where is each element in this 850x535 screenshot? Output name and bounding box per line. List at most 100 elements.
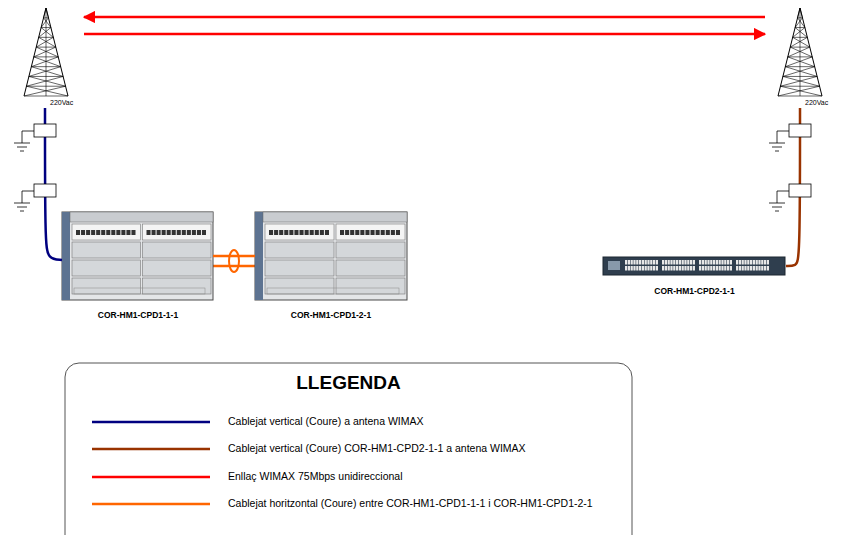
port <box>305 230 309 235</box>
switch-node: COR-HM1-CPD2-1-1 <box>603 257 786 296</box>
port <box>742 266 744 271</box>
module-slot <box>72 260 141 276</box>
port <box>167 230 171 235</box>
port <box>310 230 314 235</box>
port <box>289 230 293 235</box>
port <box>365 230 369 235</box>
legend-box <box>65 363 632 535</box>
port <box>665 266 667 271</box>
port <box>172 230 176 235</box>
port <box>320 230 324 235</box>
port <box>673 260 675 265</box>
module-slot <box>336 224 405 240</box>
switch-chassis <box>255 212 407 300</box>
port <box>300 230 304 235</box>
port <box>690 260 692 265</box>
legend-text: Cablejat vertical (Coure) COR-HM1-CPD2-1… <box>228 442 526 456</box>
port <box>713 266 715 271</box>
port <box>628 260 630 265</box>
port <box>679 266 681 271</box>
port <box>670 266 672 271</box>
port <box>642 260 644 265</box>
port <box>687 260 689 265</box>
device-name: COR-HM1-CPD2-1-1 <box>603 286 786 296</box>
surge-protector <box>769 184 811 211</box>
port <box>656 266 658 271</box>
port <box>653 260 655 265</box>
ground-symbol <box>769 131 789 151</box>
surge-protector <box>769 124 811 151</box>
ground-symbol <box>769 191 789 211</box>
switch-chassis <box>62 212 213 300</box>
port <box>360 230 364 235</box>
port <box>396 230 400 235</box>
switch-body <box>603 257 785 275</box>
port <box>702 266 704 271</box>
port <box>645 260 647 265</box>
management-panel <box>263 212 407 222</box>
chassis-ear <box>255 212 263 300</box>
device-name: COR-HM1-CPD1-1-1 <box>62 310 214 320</box>
antenna-tower <box>778 8 822 96</box>
port <box>687 266 689 271</box>
port <box>719 266 721 271</box>
port <box>739 266 741 271</box>
legend-line <box>92 476 210 479</box>
port <box>736 266 738 271</box>
port <box>679 260 681 265</box>
port <box>699 260 701 265</box>
surge-protector <box>14 184 56 211</box>
antenna-node: 220Vac <box>10 4 84 108</box>
port <box>653 266 655 271</box>
port <box>747 260 749 265</box>
port <box>192 230 196 235</box>
port <box>702 260 704 265</box>
port <box>705 260 707 265</box>
port <box>636 266 638 271</box>
voltage-label: 220Vac <box>805 99 828 106</box>
port <box>639 266 641 271</box>
port <box>111 230 115 235</box>
port <box>767 260 769 265</box>
tower-lattice <box>778 8 822 96</box>
port <box>693 260 695 265</box>
port <box>742 260 744 265</box>
port <box>750 266 752 271</box>
port <box>710 266 712 271</box>
legend-text: Cablejat horitzontal (Coure) entre COR-H… <box>228 497 593 511</box>
port <box>673 266 675 271</box>
port <box>744 260 746 265</box>
port <box>633 266 635 271</box>
port <box>647 266 649 271</box>
port <box>177 230 181 235</box>
port <box>747 266 749 271</box>
port <box>721 260 723 265</box>
chassis-ear <box>62 212 70 300</box>
port <box>682 260 684 265</box>
port <box>294 230 298 235</box>
module-slot <box>265 242 334 258</box>
port <box>386 230 390 235</box>
voltage-label: 220Vac <box>50 99 73 106</box>
port <box>753 260 755 265</box>
port <box>182 230 186 235</box>
module-slot <box>265 260 334 276</box>
port <box>684 260 686 265</box>
port <box>350 230 354 235</box>
port <box>707 266 709 271</box>
port <box>727 260 729 265</box>
port <box>676 266 678 271</box>
port <box>767 266 769 271</box>
port <box>76 230 80 235</box>
module-slot <box>265 278 334 294</box>
port <box>676 260 678 265</box>
cable-line <box>213 265 256 268</box>
port <box>106 230 110 235</box>
port <box>126 230 130 235</box>
module-slot <box>265 224 334 240</box>
port <box>756 266 758 271</box>
legend-line <box>92 503 210 506</box>
protector-box <box>789 124 811 137</box>
